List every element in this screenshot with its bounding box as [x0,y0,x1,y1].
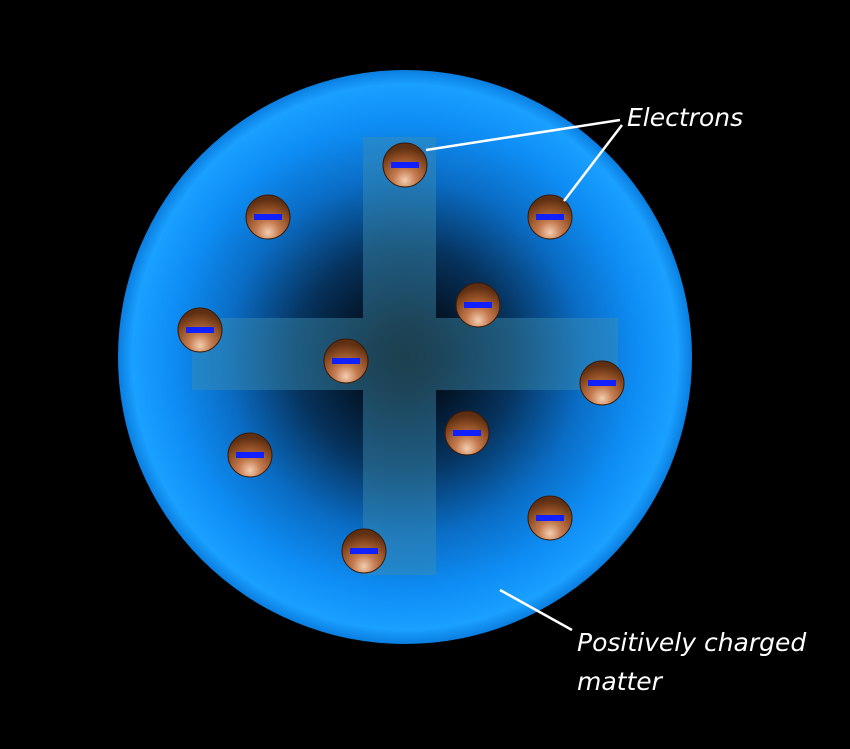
electrons-label: Electrons [627,103,743,132]
electron [323,338,369,384]
minus-sign-icon [332,358,360,364]
minus-sign-icon [391,162,419,168]
electron [579,360,625,406]
electron [527,495,573,541]
minus-sign-icon [588,380,616,386]
electrons-group [177,142,625,574]
minus-sign-icon [254,214,282,220]
electron [527,194,573,240]
electron [177,307,223,353]
minus-sign-icon [464,302,492,308]
positive-matter-label-line-2: matter [577,667,664,696]
electrons-pointer-line-1 [425,118,621,152]
electron [341,528,387,574]
cross-vertical-bar [363,137,436,575]
electron [227,432,273,478]
electron [444,410,490,456]
electron [455,282,501,328]
minus-sign-icon [236,452,264,458]
electrons-pointer-line-2 [563,124,623,202]
minus-sign-icon [453,430,481,436]
minus-sign-icon [350,548,378,554]
minus-sign-icon [536,214,564,220]
electron [245,194,291,240]
minus-sign-icon [186,327,214,333]
minus-sign-icon [536,515,564,521]
positive-matter-label-line-1: Positively charged [577,628,806,657]
positive-matter-pointer-line [499,588,573,632]
electron [382,142,428,188]
